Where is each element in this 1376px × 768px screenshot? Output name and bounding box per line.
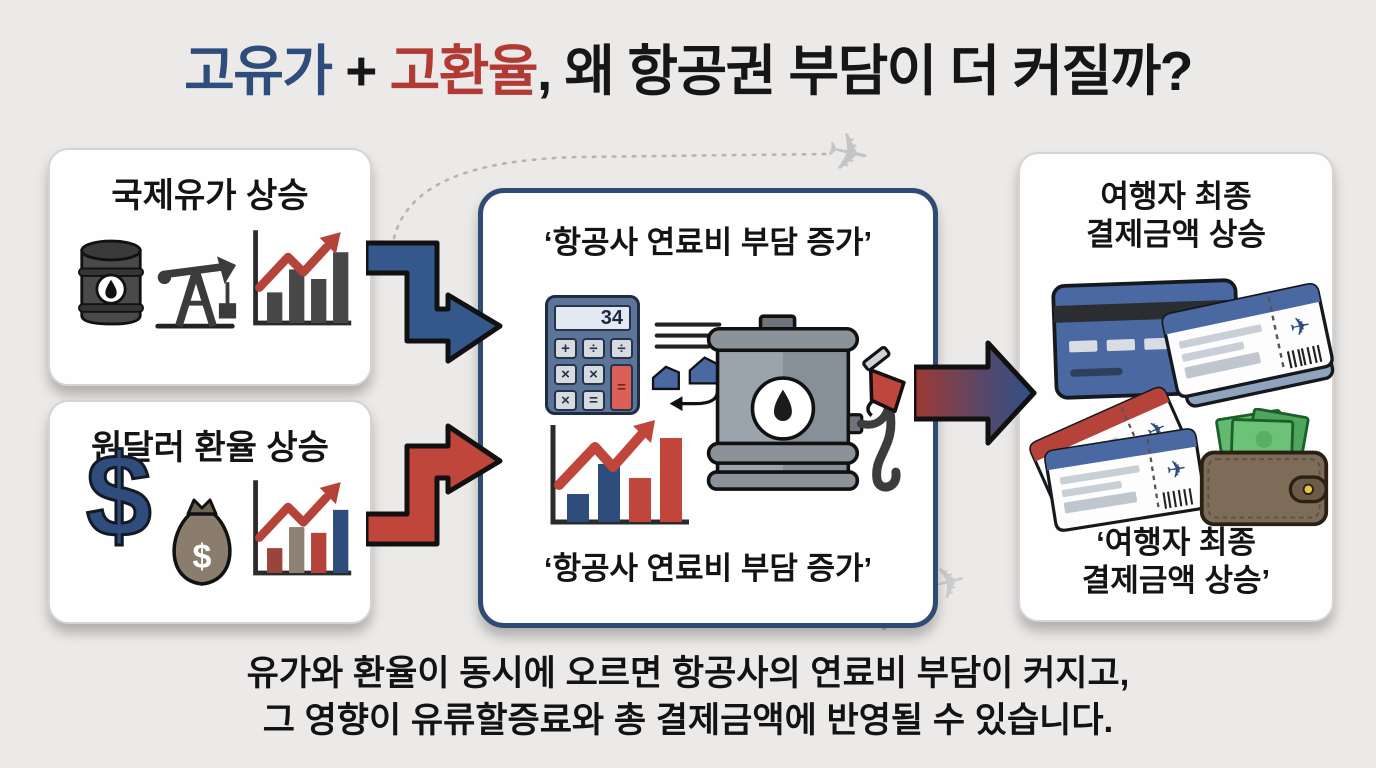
card-oil-price: 국제유가 상승 (48, 148, 372, 386)
rising-chart-icon (253, 230, 352, 326)
money-bag-dollar: $ (193, 538, 212, 576)
blue-step-arrow (366, 240, 503, 364)
fuel-burden-quote-bottom: ‘항공사 연료비 부담 증가’ (543, 551, 873, 586)
flight-ticket-icon: ✈ (1044, 428, 1207, 532)
calc-key: × (554, 390, 577, 411)
calc-key: ÷ (582, 338, 605, 359)
oil-barrel-icon (78, 239, 144, 326)
ticket-plane-icon: ✈ (1165, 456, 1189, 485)
result-title-line1: 여행자 최종 (1100, 179, 1252, 214)
flight-ticket-icon: ✈ (1161, 283, 1335, 408)
fx-card-title: 원달러 환율 상승 (91, 429, 329, 467)
gradient-result-arrow (914, 340, 1037, 446)
rising-chart-icon (253, 480, 352, 576)
calc-key: × (582, 364, 605, 385)
calculator-icon: 34 + ÷ ÷ × × × = = (545, 295, 640, 415)
caption: 유가와 환율이 동시에 오르면 항공사의 연료비 부담이 커지고, 그 영향이 … (0, 650, 1376, 745)
money-bag-icon: $ (172, 498, 232, 586)
card-airline-fuel-burden: ‘항공사 연료비 부담 증가’ 34 + ÷ ÷ × × × = = (478, 188, 938, 628)
title-rest: , 왜 항공권 부담이 더 커질까? (536, 40, 1193, 102)
red-step-arrow (366, 423, 503, 547)
title-oil-term: 고유가 (184, 40, 333, 102)
caption-line2: 그 영향이 유류할증료와 총 결제금액에 반영될 수 있습니다. (262, 701, 1114, 741)
result-title-line2: 결제금액 상승 (1086, 216, 1266, 252)
dollar-sign-icon: $ (85, 430, 154, 563)
fuel-burden-quote-top: ‘항공사 연료비 부담 증가’ (543, 225, 873, 260)
flight-path-dashed-line (392, 152, 828, 240)
calc-key: = (582, 390, 605, 411)
calculator-display: 34 (554, 305, 631, 331)
wallet-cash-icon (1199, 408, 1329, 527)
result-quote: ‘여행자 최종 결제금액 상승’ (1020, 524, 1332, 600)
calc-equals-key: = (610, 364, 633, 411)
calc-key: ÷ (610, 338, 633, 359)
title-plus: + (331, 40, 390, 102)
result-card-title: 여행자 최종 결제금액 상승 (1020, 178, 1332, 254)
card-traveler-payment: 여행자 최종 결제금액 상승 ✈ (1018, 152, 1335, 622)
fuel-barrel-pump-icon (706, 314, 906, 492)
report-lines-icon (651, 322, 722, 411)
rising-chart-icon (550, 420, 689, 525)
card-exchange-rate: 원달러 환율 상승 $ $ (48, 400, 372, 624)
oil-card-title: 국제유가 상승 (111, 177, 309, 215)
caption-line1: 유가와 환율이 동시에 오르면 항공사의 연료비 부담이 커지고, (246, 654, 1130, 693)
page-title: 고유가 + 고환율, 왜 항공권 부담이 더 커질까? (0, 26, 1376, 106)
oil-pumpjack-icon (155, 256, 237, 329)
title-fx-term: 고환율 (389, 40, 539, 102)
airplane-icon: ✈ (820, 121, 876, 187)
calc-key: × (554, 364, 577, 385)
result-quote-line1: ‘여행자 최종 (1096, 525, 1256, 560)
calc-key: + (554, 338, 577, 359)
result-quote-line2: 결제금액 상승’ (1081, 562, 1271, 598)
